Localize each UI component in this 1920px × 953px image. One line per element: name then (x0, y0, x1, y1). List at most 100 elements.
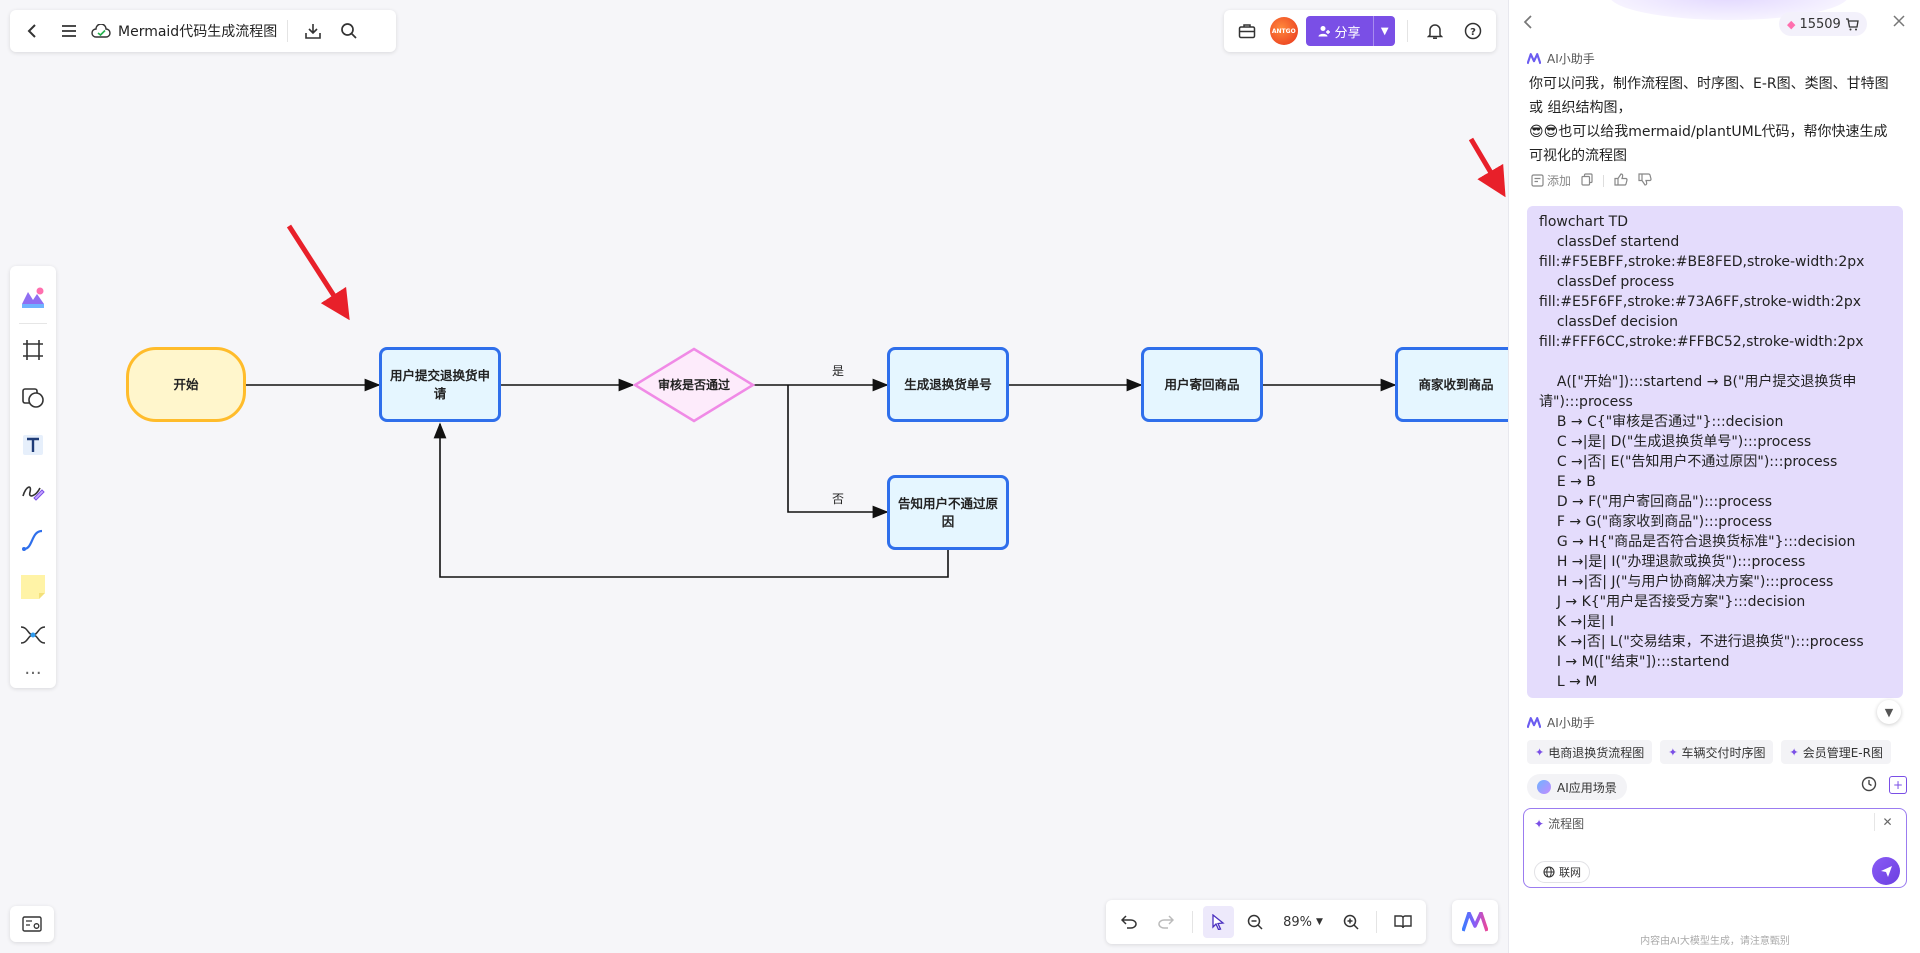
frame-icon[interactable] (15, 326, 51, 373)
web-search-toggle[interactable]: 联网 (1534, 861, 1590, 883)
back-icon[interactable] (18, 16, 48, 46)
node-notify[interactable]: 告知用户不通过原因 (887, 475, 1009, 550)
whiteboard-canvas[interactable]: 开始 用户提交退换货申请 审核是否通过 生成退换货单号 用户寄回商品 商家收到商… (0, 0, 1508, 953)
ai-logo-icon (1527, 52, 1541, 64)
intro-line-2: 😎😎也可以给我mermaid/plantUML代码，帮你快速生成可视化的流程图 (1529, 124, 1888, 164)
edge-review-notify[interactable] (787, 385, 889, 519)
node-review-label: 审核是否通过 (657, 378, 730, 392)
chevron-down-icon[interactable]: ▼ (1373, 16, 1395, 46)
sparkle-icon: ✦ (1789, 745, 1799, 759)
connector-icon[interactable] (15, 516, 51, 563)
node-start[interactable]: 开始 (126, 347, 246, 422)
copy-icon[interactable] (1581, 172, 1593, 189)
close-icon[interactable] (1893, 12, 1905, 31)
share-button[interactable]: 分享 ▼ (1305, 16, 1396, 46)
sticky-note-icon[interactable] (15, 564, 51, 611)
sparkle-icon: ✦ (1668, 745, 1678, 759)
ai-assistant-button[interactable] (1452, 900, 1498, 944)
mindmap-icon[interactable] (15, 611, 51, 658)
send-icon[interactable] (1872, 857, 1900, 885)
divider (1407, 20, 1409, 42)
add-button[interactable]: 添加 (1531, 172, 1571, 189)
minimap-icon[interactable] (10, 906, 54, 942)
divider (1191, 911, 1193, 933)
chip-label: 电商退换货流程图 (1548, 745, 1645, 760)
zoom-out-icon[interactable] (1240, 906, 1271, 938)
chip-label: 会员管理E-R图 (1802, 745, 1883, 760)
node-review-shape[interactable] (632, 347, 756, 423)
bell-icon[interactable] (1420, 16, 1450, 46)
divider (1603, 174, 1605, 187)
share-main[interactable]: 分享 (1306, 22, 1374, 41)
back-icon[interactable] (1523, 14, 1535, 33)
assistant-name: AI小助手 (1547, 716, 1595, 730)
new-chat-icon[interactable]: + (1889, 776, 1907, 794)
undo-icon[interactable] (1114, 906, 1145, 938)
zoom-in-icon[interactable] (1335, 906, 1366, 938)
more-icon[interactable]: ··· (24, 662, 42, 684)
text-icon[interactable] (15, 421, 51, 468)
add-note-icon (1531, 174, 1544, 187)
mermaid-code-message[interactable]: flowchart TD classDef startend fill:#F5E… (1527, 206, 1903, 698)
ai-logo-icon (1527, 716, 1541, 728)
sparkle-icon: ✦ (1535, 745, 1545, 759)
help-icon[interactable]: ? (1458, 16, 1488, 46)
node-send-back[interactable]: 用户寄回商品 (1141, 347, 1263, 422)
svg-text:?: ? (1470, 27, 1476, 38)
chip-member-er[interactable]: ✦会员管理E-R图 (1781, 740, 1891, 764)
divider (287, 20, 289, 42)
assistant-name: AI小助手 (1547, 52, 1595, 66)
select-cursor-icon[interactable] (1202, 906, 1234, 938)
share-label: 分享 (1334, 25, 1361, 41)
share-user-icon (1318, 26, 1331, 37)
scroll-down-icon[interactable]: ▼ (1877, 700, 1901, 724)
thumbs-up-icon[interactable] (1614, 172, 1628, 189)
annotation-arrow-canvas (286, 224, 350, 321)
search-icon[interactable] (334, 16, 364, 46)
ai-assistant-panel: ◆ 15509 AI小助手 你可以问我，制作流程图、时序图、E-R图、类图、甘特… (1469, 0, 1920, 953)
ai-scene-button[interactable]: AI应用场景 (1527, 774, 1627, 800)
divider (19, 323, 47, 325)
chat-input-box[interactable]: ✦ 流程图 ✕ 联网 (1523, 808, 1907, 888)
thumbs-down-icon[interactable] (1638, 172, 1652, 189)
document-title[interactable]: Mermaid代码生成流程图 (118, 24, 278, 40)
scene-label: AI应用场景 (1557, 780, 1617, 795)
chip-ecommerce-return[interactable]: ✦电商退换货流程图 (1527, 740, 1653, 764)
globe-icon (1543, 866, 1555, 878)
templates-icon[interactable] (15, 274, 51, 321)
bottom-toolbar: 89% ▼ (1106, 900, 1426, 944)
suggestion-chips: ✦电商退换货流程图 ✦车辆交付时序图 ✦会员管理E-R图 (1527, 740, 1891, 764)
gem-icon: ◆ (1787, 17, 1796, 31)
node-submit[interactable]: 用户提交退换货申请 (379, 347, 501, 422)
cart-icon (1845, 17, 1859, 30)
edge-notify-submit[interactable] (433, 422, 949, 578)
web-label: 联网 (1559, 866, 1581, 879)
zoom-level[interactable]: 89% ▼ (1277, 915, 1329, 930)
ai-disclaimer: 内容由AI大模型生成，请注意甄别 (1640, 936, 1790, 947)
chat-input-field[interactable] (1534, 835, 1894, 859)
history-icon[interactable] (1861, 776, 1877, 796)
edge-label-no: 否 (832, 492, 845, 506)
book-icon[interactable] (1387, 906, 1418, 938)
ai-logo-icon (1462, 912, 1488, 932)
assistant-header-2: AI小助手 (1527, 714, 1595, 731)
chip-vehicle-delivery[interactable]: ✦车辆交付时序图 (1660, 740, 1774, 764)
pen-icon[interactable] (15, 469, 51, 516)
input-tag[interactable]: ✦ 流程图 (1534, 815, 1584, 832)
download-icon[interactable] (298, 16, 328, 46)
node-generate[interactable]: 生成退换货单号 (887, 347, 1009, 422)
redo-icon[interactable] (1151, 906, 1182, 938)
toolbox-icon[interactable] (1232, 16, 1262, 46)
close-icon[interactable]: ✕ (1874, 813, 1900, 831)
input-tag-label: 流程图 (1548, 817, 1585, 831)
credits-badge[interactable]: ◆ 15509 (1779, 12, 1867, 36)
cloud-saved-icon (90, 20, 112, 42)
credits-value: 15509 (1799, 16, 1841, 32)
node-receive[interactable]: 商家收到商品 (1395, 347, 1508, 422)
left-toolbar: ··· (10, 266, 56, 688)
add-label: 添加 (1547, 174, 1572, 188)
divider (1376, 911, 1378, 933)
shapes-icon[interactable] (15, 374, 51, 421)
avatar[interactable]: ANTGO (1269, 17, 1298, 45)
menu-icon[interactable] (54, 16, 84, 46)
